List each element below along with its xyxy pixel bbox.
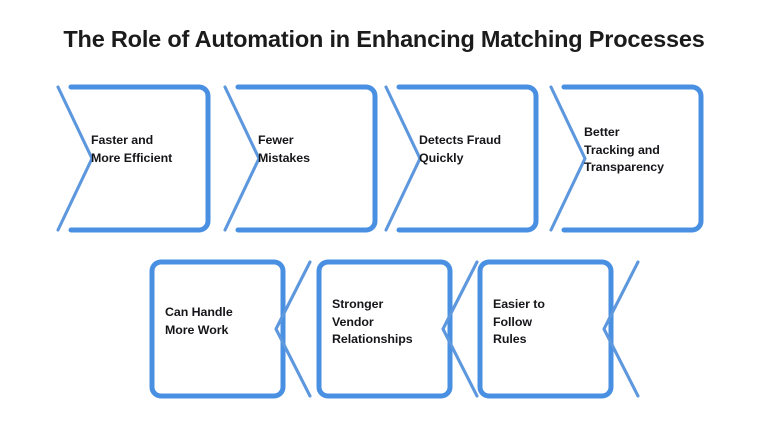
- card-faster-more-efficient-chevron-icon: [56, 85, 94, 232]
- card-better-tracking-transparency-chevron-icon: [549, 85, 587, 232]
- card-better-tracking-transparency-label: Better Tracking and Transparency: [584, 125, 664, 174]
- page-title: The Role of Automation in Enhancing Matc…: [63, 26, 705, 52]
- card-detects-fraud-quickly-chevron-icon: [384, 85, 422, 232]
- card-stronger-vendor-relationships-chevron-icon: [441, 260, 479, 398]
- card-easier-to-follow-rules-label: Easier to Follow Rules: [493, 297, 545, 346]
- card-fewer-mistakes-label: Fewer Mistakes: [258, 133, 310, 165]
- card-detects-fraud-quickly-label: Detects Fraud Quickly: [419, 133, 501, 165]
- card-fewer-mistakes-chevron-icon: [223, 85, 261, 232]
- card-easier-to-follow-rules-chevron-icon: [602, 260, 640, 398]
- card-stronger-vendor-relationships-label: Stronger Vendor Relationships: [332, 297, 413, 346]
- card-faster-more-efficient-label: Faster and More Efficient: [91, 133, 173, 165]
- card-can-handle-more-work-label: Can Handle More Work: [165, 305, 233, 337]
- card-can-handle-more-work-chevron-icon: [274, 260, 312, 398]
